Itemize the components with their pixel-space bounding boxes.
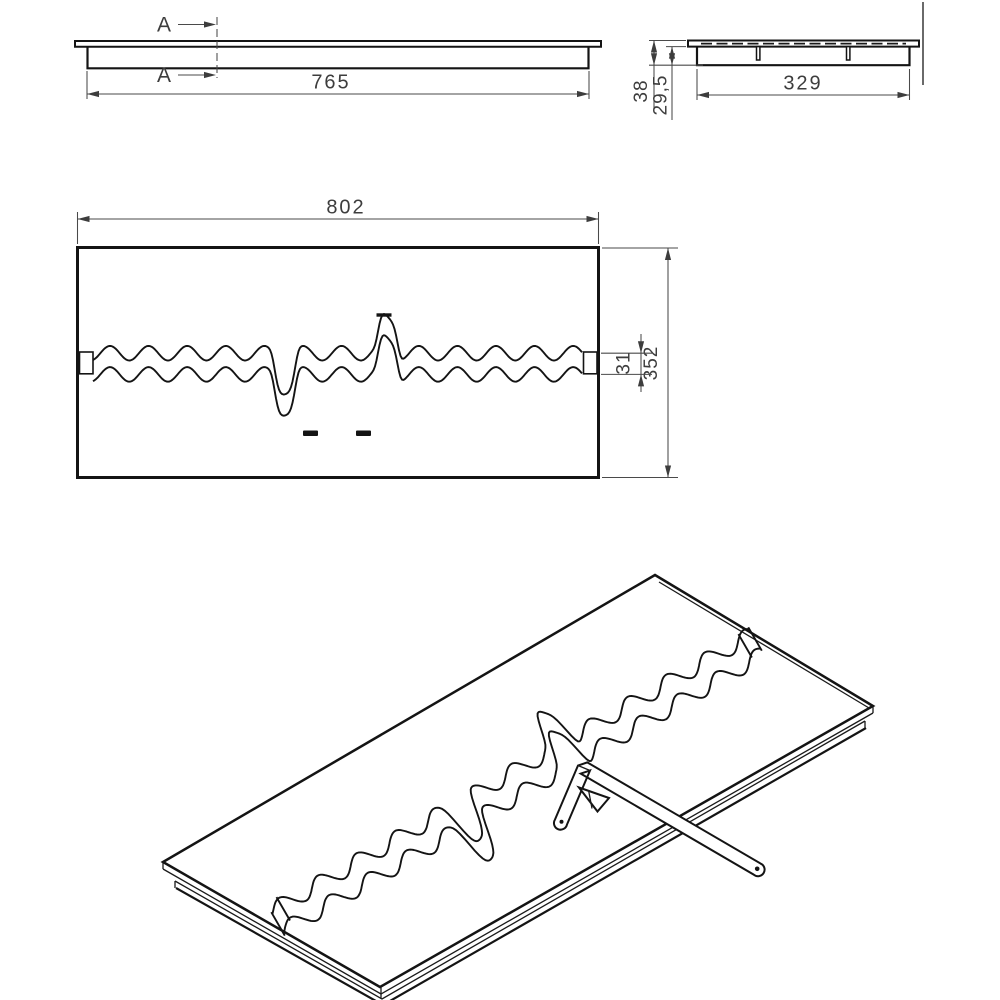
dimension-29-5: 29,5: [651, 46, 686, 120]
dimension-352: 352: [602, 247, 678, 479]
section-label-bottom: A: [157, 64, 171, 87]
dimension-329: 329: [696, 69, 911, 100]
dim-31-label: 31: [614, 351, 635, 374]
front-view-lip: [74, 40, 602, 48]
iso-divider-rail-upper-edge: [271, 628, 749, 915]
dimension-765: 765: [86, 71, 590, 99]
dim-802-label: 802: [326, 197, 365, 219]
section-cut-marker: A A: [157, 14, 218, 87]
dimension-802: 802: [76, 197, 600, 244]
dim-29-5-label: 29,5: [651, 75, 672, 116]
dim-765-label: 765: [311, 72, 350, 94]
front-view: A A 765: [74, 14, 602, 99]
divider-rail-lower-edge: [92, 334, 583, 417]
iso-lip-underside: [162, 712, 874, 995]
release-arm-tab: [576, 785, 611, 814]
top-view-outline: [76, 246, 600, 479]
iso-corner-verticals: [162, 706, 874, 999]
section-label-top: A: [157, 14, 171, 37]
iso-rail-end-brackets: [270, 626, 763, 937]
front-view-body: [86, 46, 590, 70]
slot-right: [356, 430, 371, 436]
iso-skirt-end-verticals: [174, 721, 866, 888]
dim-352-label: 352: [641, 346, 662, 381]
rail-end-bracket-left: [78, 351, 94, 375]
dimension-31: 31: [601, 334, 652, 392]
release-arm: [552, 761, 766, 878]
iso-slab-edge-inner: [658, 581, 870, 709]
section-view-a-a: 38 29,5 329: [631, 2, 924, 120]
section-view-tab-right: [845, 45, 851, 61]
release-arm-tab-fold: [587, 789, 593, 809]
iso-slab-top: [160, 573, 876, 989]
top-view: 802 352 31: [76, 197, 678, 479]
arm-hole-end: [559, 819, 564, 824]
divider-rail-upper-edge: [92, 313, 583, 396]
dimension-38: 38: [631, 39, 703, 112]
iso-divider-rail-lower-edge: [282, 647, 761, 934]
section-view-body: [695, 46, 911, 67]
isometric-view: [160, 573, 876, 1000]
section-view-tab-left: [755, 45, 761, 61]
slot-left: [303, 430, 318, 436]
rail-end-bracket-right: [582, 351, 598, 375]
dim-38-label: 38: [631, 79, 652, 102]
dim-329-label: 329: [783, 73, 822, 95]
iso-skirt-top: [174, 720, 866, 1000]
iso-skirt-bottom: [175, 727, 867, 1000]
arm-hole-tip: [754, 866, 760, 872]
release-arm-bend-line: [577, 764, 591, 772]
